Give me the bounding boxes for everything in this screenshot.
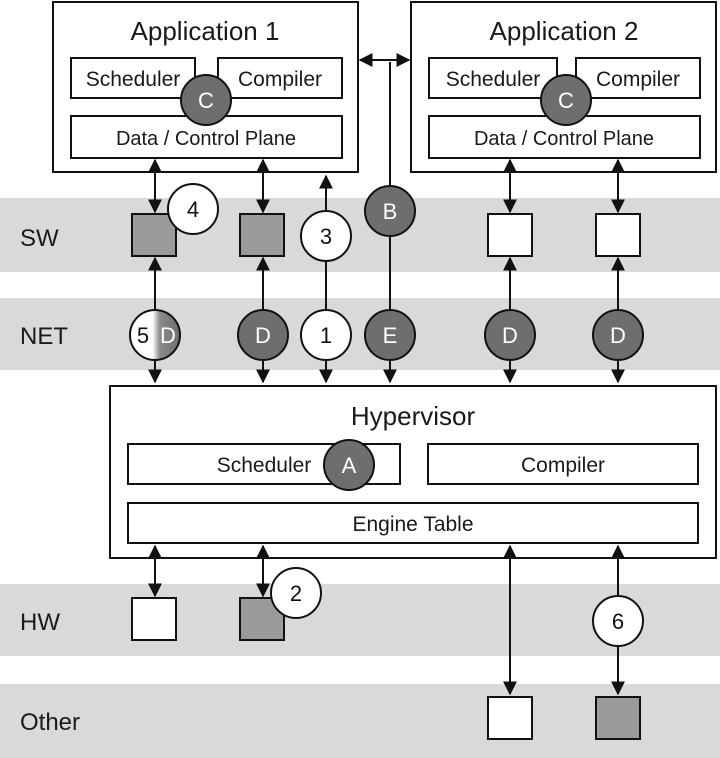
application-2-title: Application 2 xyxy=(490,16,639,46)
hypervisor-compiler-label: Compiler xyxy=(521,454,605,477)
marker-c-app1: C xyxy=(180,74,232,126)
sw-square-4 xyxy=(595,213,641,257)
svg-text:B: B xyxy=(383,199,398,224)
marker-c-app2: C xyxy=(540,74,592,126)
sw-band-label: SW xyxy=(20,225,59,252)
other-square-2 xyxy=(595,696,641,740)
hw-band-label: HW xyxy=(20,609,60,636)
application-1-title: Application 1 xyxy=(131,16,280,46)
engine-table-box xyxy=(127,502,699,544)
marker-d-net-3: D xyxy=(484,309,536,361)
app1-scheduler-label: Scheduler xyxy=(86,68,181,91)
svg-text:D: D xyxy=(610,323,626,348)
engine-table-label: Engine Table xyxy=(352,513,473,536)
svg-text:6: 6 xyxy=(612,609,624,634)
app2-plane-label: Data / Control Plane xyxy=(474,128,654,150)
svg-text:C: C xyxy=(558,88,574,113)
marker-1: 1 xyxy=(300,309,352,361)
app2-compiler-label: Compiler xyxy=(596,68,680,91)
sw-square-3 xyxy=(487,213,533,257)
other-square-1 xyxy=(487,696,533,740)
app2-scheduler-box xyxy=(428,57,558,99)
hw-square-1 xyxy=(131,597,177,641)
svg-text:3: 3 xyxy=(320,224,332,249)
hypervisor-title: Hypervisor xyxy=(351,401,476,431)
svg-text:5: 5 xyxy=(137,323,149,348)
svg-text:D: D xyxy=(160,323,176,348)
marker-6: 6 xyxy=(592,595,644,647)
svg-text:2: 2 xyxy=(290,581,302,606)
app1-plane-label: Data / Control Plane xyxy=(116,128,296,150)
app1-scheduler-box xyxy=(70,57,196,99)
marker-b: B xyxy=(364,185,416,237)
other-band-label: Other xyxy=(20,709,80,736)
marker-d-net-2: D xyxy=(237,309,289,361)
marker-e: E xyxy=(364,309,416,361)
marker-5d: 5 D xyxy=(129,309,181,361)
sw-square-1 xyxy=(131,213,177,257)
hypervisor-compiler-box xyxy=(427,443,699,485)
svg-text:D: D xyxy=(502,323,518,348)
marker-d-net-4: D xyxy=(592,309,644,361)
marker-3: 3 xyxy=(300,210,352,262)
svg-text:C: C xyxy=(198,88,214,113)
marker-2: 2 xyxy=(270,567,322,619)
app2-scheduler-label: Scheduler xyxy=(446,68,541,91)
marker-4: 4 xyxy=(167,183,219,235)
svg-text:A: A xyxy=(342,453,357,478)
svg-text:1: 1 xyxy=(320,323,332,348)
svg-text:E: E xyxy=(383,323,398,348)
marker-a: A xyxy=(323,439,375,491)
svg-text:4: 4 xyxy=(187,197,199,222)
app1-compiler-box xyxy=(217,57,343,99)
svg-text:D: D xyxy=(255,323,271,348)
net-band-label: NET xyxy=(20,323,68,350)
sw-square-2 xyxy=(239,213,285,257)
app1-compiler-label: Compiler xyxy=(238,68,322,91)
hypervisor-scheduler-label: Scheduler xyxy=(217,454,312,477)
